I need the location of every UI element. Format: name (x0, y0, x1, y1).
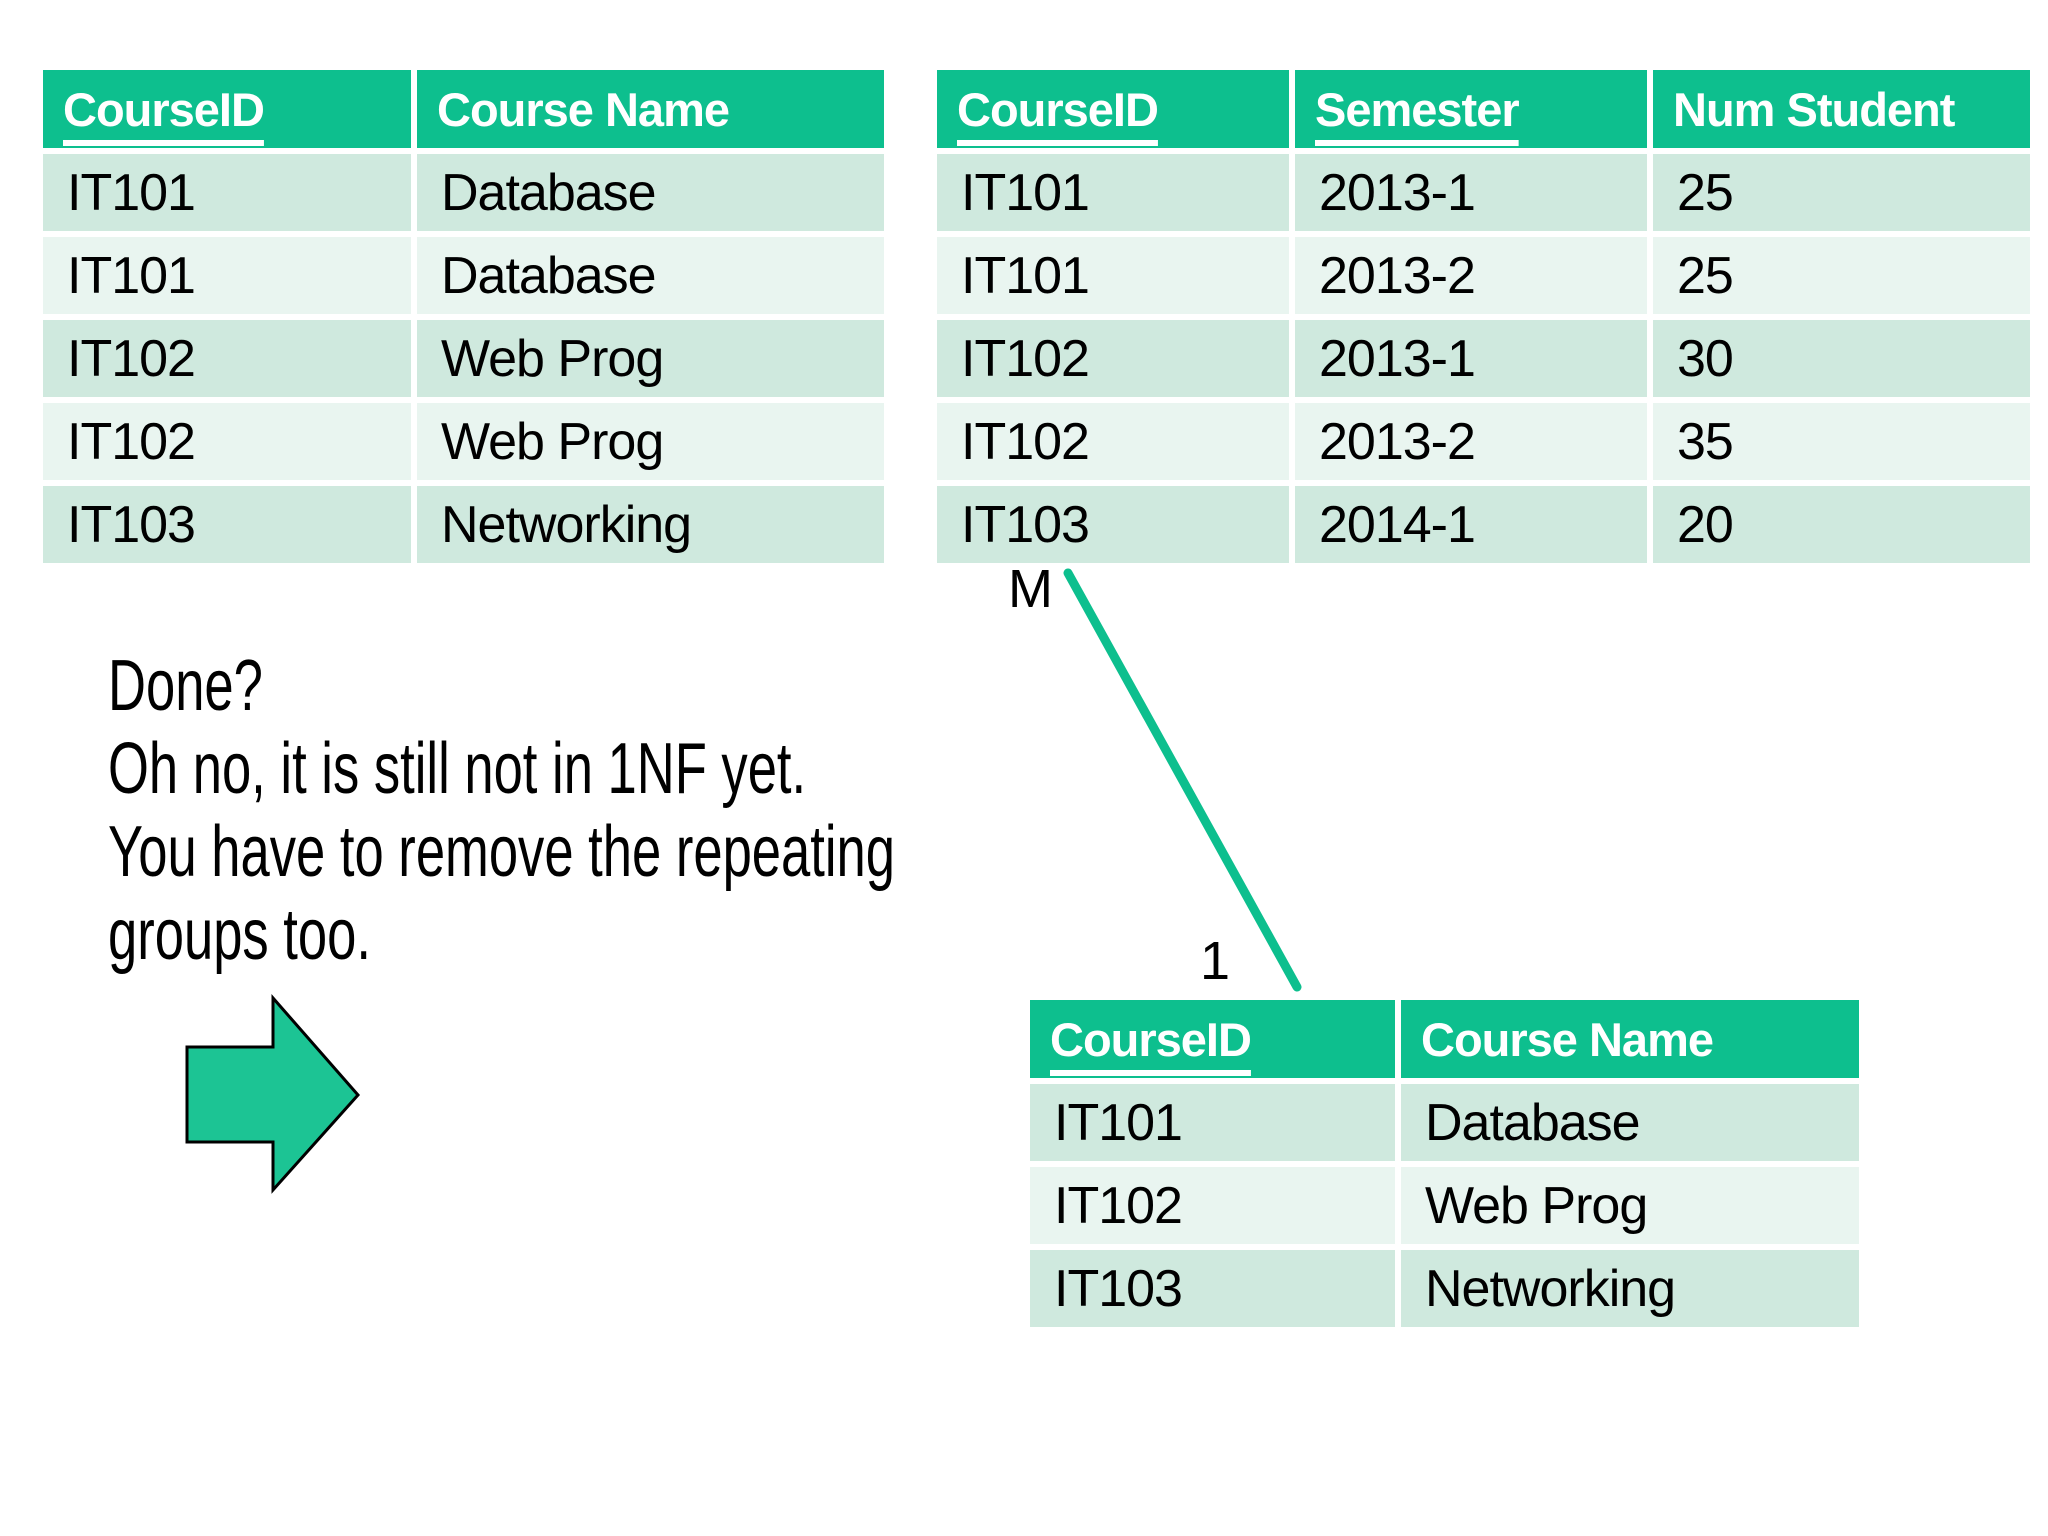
table-cell: IT101 (43, 154, 411, 231)
column-header: CourseID (43, 70, 411, 148)
table-cell: IT101 (43, 237, 411, 314)
table-cell: IT102 (937, 403, 1289, 480)
annotation-line: Done? (108, 646, 263, 726)
table-cell: Networking (1401, 1250, 1859, 1327)
table-cell: 2013-2 (1295, 237, 1647, 314)
table-cell: 2013-1 (1295, 154, 1647, 231)
table-cell: 25 (1653, 237, 2030, 314)
cardinality-one-label: 1 (1200, 931, 1231, 991)
table-cell: 30 (1653, 320, 2030, 397)
column-header: CourseID (1030, 1000, 1395, 1078)
table-cell: 2013-2 (1295, 403, 1647, 480)
annotation-line: You have to remove the repeating (108, 812, 896, 892)
table-cell: Database (417, 154, 884, 231)
table-cell: 2013-1 (1295, 320, 1647, 397)
table-cell: IT103 (43, 486, 411, 563)
table-cell: 20 (1653, 486, 2030, 563)
cardinality-many-label: M (1008, 559, 1053, 619)
table-cell: IT102 (1030, 1167, 1395, 1244)
table-cell: 25 (1653, 154, 2030, 231)
table-cell: IT102 (43, 403, 411, 480)
table-cell: IT103 (937, 486, 1289, 563)
column-header: CourseID (937, 70, 1289, 148)
table-cell: Database (417, 237, 884, 314)
annotation-line: groups too. (108, 895, 371, 975)
table-cell: IT101 (937, 154, 1289, 231)
table-cell: 2014-1 (1295, 486, 1647, 563)
column-header: Semester (1295, 70, 1647, 148)
table-cell: IT101 (1030, 1084, 1395, 1161)
table-cell: IT102 (43, 320, 411, 397)
relationship-line (1063, 568, 1302, 992)
column-header: Num Student (1653, 70, 2030, 148)
table-cell: IT102 (937, 320, 1289, 397)
table-cell: Web Prog (417, 320, 884, 397)
right-arrow-icon (185, 994, 361, 1194)
table-cell: IT101 (937, 237, 1289, 314)
column-header: Course Name (1401, 1000, 1859, 1078)
table-cell: Database (1401, 1084, 1859, 1161)
table-cell: 35 (1653, 403, 2030, 480)
table-cell: IT103 (1030, 1250, 1395, 1327)
table-cell: Web Prog (417, 403, 884, 480)
annotation-line: Oh no, it is still not in 1NF yet. (108, 729, 807, 809)
column-header: Course Name (417, 70, 884, 148)
table-cell: Networking (417, 486, 884, 563)
table-cell: Web Prog (1401, 1167, 1859, 1244)
annotation-text: Done? Oh no, it is still not in 1NF yet.… (108, 645, 895, 977)
